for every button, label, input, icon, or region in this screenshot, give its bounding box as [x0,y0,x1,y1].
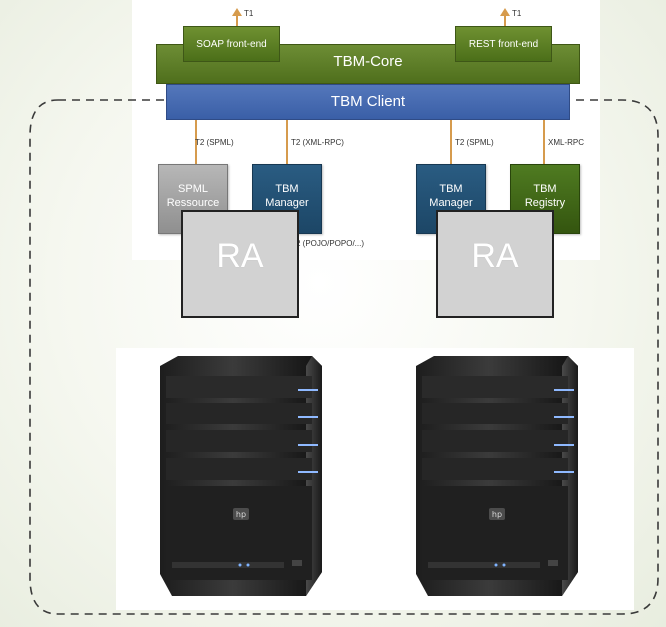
xmlrpc-right-connector [543,120,545,164]
t1-left-label: T1 [244,9,254,18]
dashed-boundary-outline [29,99,659,615]
tbm-registry-label: TBM Registry [524,183,566,209]
soap-front-end-box: SOAP front-end [183,26,280,62]
soap-front-end-label: SOAP front-end [196,38,267,50]
ra-left-box: RA [181,210,299,318]
server-left-image: hp [116,348,378,610]
t1-left-arrow-head [232,8,242,16]
tbm-client-bar: TBM Client [166,84,570,120]
tbm-client-label: TBM Client [330,93,406,110]
pojo-connector-label: 2 (POJO/POPO/...) [296,239,365,248]
hp-logo-icon [233,508,249,520]
tbm-manager-right-label: TBM Manager [429,183,473,209]
xmlrpc-right-label: XML-RPC [548,138,585,147]
rest-front-end-label: REST front-end [468,38,539,50]
xmlrpc-left-label: T2 (XML-RPC) [291,138,344,147]
spml-resource-label: SPML Ressource [166,183,220,209]
ra-left-label: RA [216,237,264,275]
svg-text:hp: hp [492,510,502,519]
spml-left-label: T2 (SPML) [195,138,234,147]
t1-right-arrow-head [500,8,510,16]
tbm-core-label: TBM-Core [333,53,403,70]
ra-right-label: RA [471,237,519,275]
t1-right-label: T1 [512,9,522,18]
ra-right-box: RA [436,210,554,318]
rest-front-end-box: REST front-end [455,26,552,62]
server-tower-icon: hp [416,356,578,596]
server-tower-icon: hp [160,356,322,596]
spml-right-label: T2 (SPML) [455,138,494,147]
xmlrpc-left-connector [286,120,288,164]
svg-text:hp: hp [236,510,246,519]
spml-left-connector [195,120,197,164]
spml-right-connector [450,120,452,164]
hp-logo-icon [489,508,505,520]
deployment-boundary [22,92,662,622]
server-right-image: hp [372,348,634,610]
tbm-manager-left-label: TBM Manager [265,183,309,209]
